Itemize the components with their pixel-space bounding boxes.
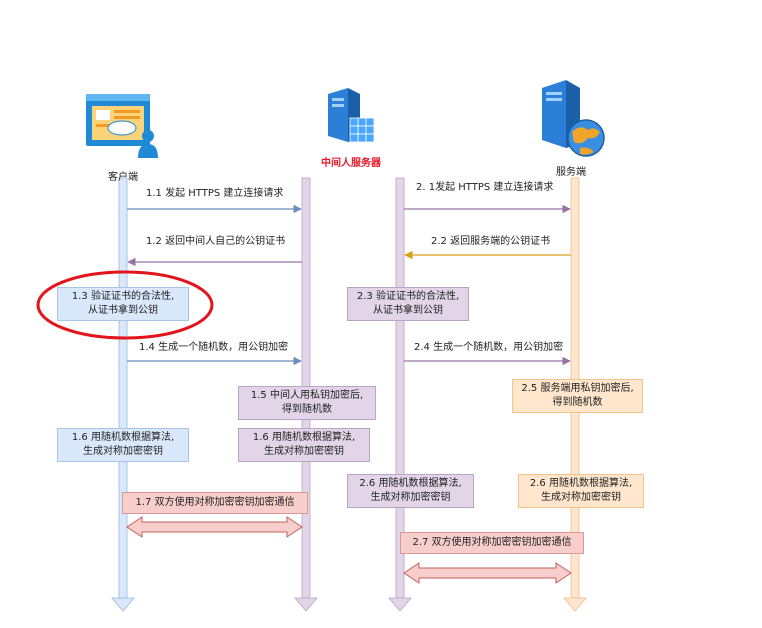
- step-1-6-mitm-line2: 生成对称加密密钥: [264, 446, 344, 457]
- step-1-3-line1: 1.3 验证证书的合法性,: [71, 291, 175, 302]
- server-tower-grid-icon: [322, 84, 378, 146]
- step-1-5-line1: 1.5 中间人用私钥加密后,: [250, 390, 364, 401]
- step-2-6-mitm-line2: 生成对称加密密钥: [370, 492, 451, 503]
- step-1-5-box: 1.5 中间人用私钥加密后, 得到随机数: [238, 386, 376, 420]
- message-2-2: 2.2 返回服务端的公钥证书: [431, 236, 551, 247]
- step-2-6-mitm-line1: 2.6 用随机数根据算法,: [359, 478, 462, 489]
- step-2-7-box: 2.7 双方使用对称加密密钥加密通信: [400, 532, 584, 554]
- highlight-ellipse: [36, 270, 214, 340]
- step-2-3-line2: 从证书拿到公钥: [373, 305, 443, 316]
- message-2-1: 2. 1发起 HTTPS 建立连接请求: [416, 182, 554, 193]
- step-1-5-line2: 得到随机数: [282, 404, 332, 415]
- double-arrow-2-7: [403, 562, 572, 584]
- actor-client-label: 客户端: [108, 172, 138, 183]
- step-1-6-client-box: 1.6 用随机数根据算法, 生成对称加密密钥: [57, 428, 189, 462]
- step-1-7-box: 1.7 双方使用对称加密密钥加密通信: [122, 492, 308, 514]
- actor-server-label: 服务端: [556, 167, 586, 178]
- step-1-6-client-line1: 1.6 用随机数根据算法,: [71, 432, 175, 443]
- step-1-7-text: 1.7 双方使用对称加密密钥加密通信: [135, 497, 295, 508]
- step-2-3-box: 2.3 验证证书的合法性, 从证书拿到公钥: [347, 287, 469, 321]
- step-2-6-server-line1: 2.6 用随机数根据算法,: [529, 478, 633, 489]
- step-2-5-box: 2.5 服务端用私钥加密后, 得到随机数: [512, 379, 643, 413]
- server-globe-icon: [536, 76, 608, 160]
- step-1-6-mitm-line1: 1.6 用随机数根据算法,: [252, 432, 356, 443]
- step-2-3-line1: 2.3 验证证书的合法性,: [356, 291, 460, 302]
- double-arrow-1-7: [126, 516, 303, 538]
- step-1-6-client-line2: 生成对称加密密钥: [83, 446, 163, 457]
- step-1-6-mitm-box: 1.6 用随机数根据算法, 生成对称加密密钥: [238, 428, 370, 462]
- step-1-3-line2: 从证书拿到公钥: [88, 305, 158, 316]
- mitm-lifeline-right: [388, 177, 412, 612]
- message-2-4: 2.4 生成一个随机数，用公钥加密: [414, 342, 564, 353]
- message-1-4: 1.4 生成一个随机数，用公钥加密: [139, 342, 289, 353]
- browser-window-user-icon: [84, 90, 164, 164]
- step-2-6-mitm-box: 2.6 用随机数根据算法, 生成对称加密密钥: [347, 474, 474, 508]
- message-1-1: 1.1 发起 HTTPS 建立连接请求: [146, 188, 284, 199]
- step-2-6-server-box: 2.6 用随机数根据算法, 生成对称加密密钥: [518, 474, 644, 508]
- client-lifeline: [111, 177, 135, 612]
- step-2-6-server-line2: 生成对称加密密钥: [541, 492, 621, 503]
- step-2-5-line1: 2.5 服务端用私钥加密后,: [521, 383, 634, 394]
- message-1-2: 1.2 返回中间人自己的公钥证书: [146, 236, 286, 247]
- actor-mitm-label: 中间人服务器: [321, 158, 381, 169]
- step-1-3-box: 1.3 验证证书的合法性, 从证书拿到公钥: [57, 287, 189, 321]
- step-2-5-line2: 得到随机数: [552, 397, 603, 408]
- step-2-7-text: 2.7 双方使用对称加密密钥加密通信: [412, 537, 572, 548]
